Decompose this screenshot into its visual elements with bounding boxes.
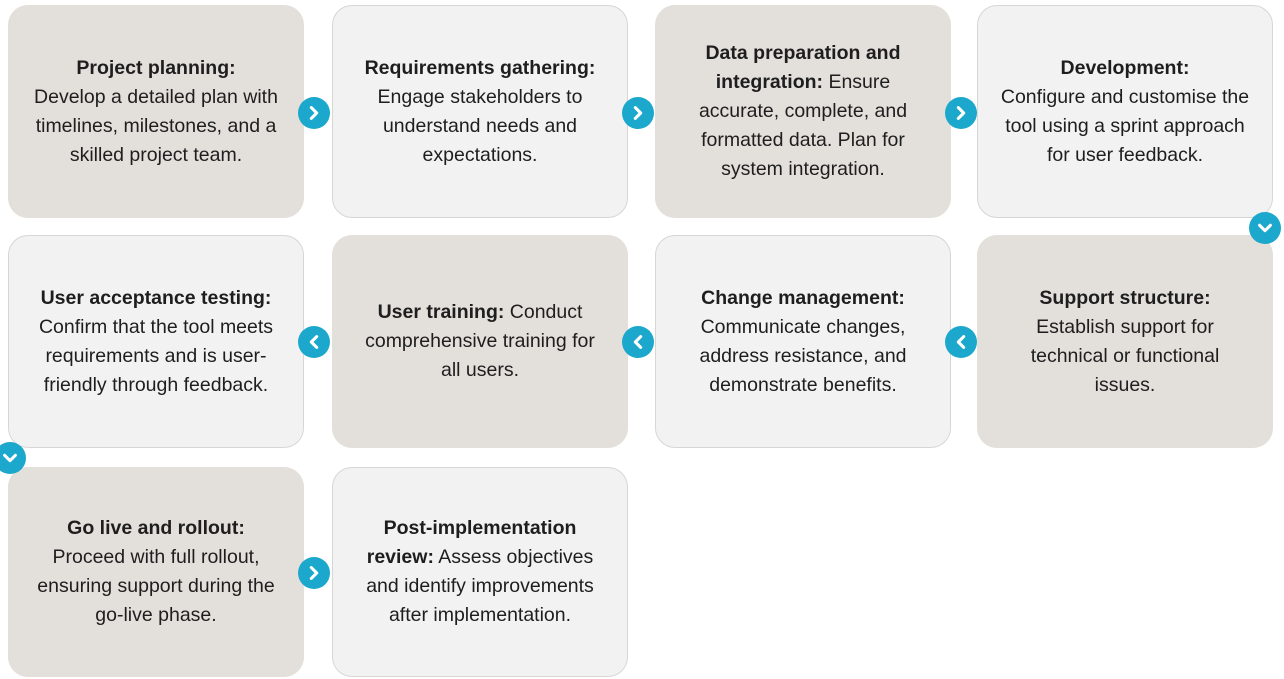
step-card-data-preparation: Data preparation and integration: Ensure… bbox=[655, 5, 951, 218]
step-description: Proceed with full rollout, ensuring supp… bbox=[37, 546, 275, 626]
chevron-right-icon bbox=[622, 97, 654, 129]
step-card-development: Development: Configure and customise the… bbox=[977, 5, 1273, 218]
step-title: Post-implementation review: bbox=[366, 517, 577, 568]
chevron-left-icon bbox=[622, 326, 654, 358]
step-description: Confirm that the tool meets requirements… bbox=[38, 315, 274, 396]
step-title: Go live and rollout: bbox=[67, 517, 245, 539]
step-description: Engage stakeholders to understand needs … bbox=[377, 85, 583, 166]
step-card-go-live: Go live and rollout: Proceed with full r… bbox=[8, 467, 304, 677]
step-card-project-planning: Project planning: Develop a detailed pla… bbox=[8, 5, 304, 218]
step-card-user-training: User training: Conduct comprehensive tra… bbox=[332, 235, 628, 448]
step-description: Conduct comprehensive training for all u… bbox=[365, 301, 595, 381]
step-card-change-management: Change management: Communicate changes, … bbox=[655, 235, 951, 448]
step-title: User training: bbox=[377, 301, 505, 323]
step-title: User acceptance testing: bbox=[40, 286, 272, 309]
step-description: Ensure accurate, complete, and formatted… bbox=[698, 71, 908, 180]
step-card-requirements-gathering: Requirements gathering: Engage stakehold… bbox=[332, 5, 628, 218]
chevron-left-icon bbox=[945, 326, 977, 358]
step-title: Development: bbox=[1060, 56, 1190, 79]
step-description: Configure and customise the tool using a… bbox=[1000, 85, 1250, 166]
chevron-right-icon bbox=[298, 97, 330, 129]
step-title: Support structure: bbox=[1039, 286, 1211, 309]
chevron-left-icon bbox=[298, 326, 330, 358]
chevron-down-icon bbox=[0, 442, 26, 474]
step-card-support-structure: Support structure: Establish support for… bbox=[977, 235, 1273, 448]
chevron-down-icon bbox=[1249, 212, 1281, 244]
step-title: Data preparation and integration: bbox=[705, 42, 901, 93]
step-card-post-implementation-review: Post-implementation review: Assess objec… bbox=[332, 467, 628, 677]
step-description: Develop a detailed plan with timelines, … bbox=[34, 85, 278, 166]
chevron-right-icon bbox=[945, 97, 977, 129]
step-description: Communicate changes, address resistance,… bbox=[699, 315, 907, 396]
step-card-user-acceptance-testing: User acceptance testing: Confirm that th… bbox=[8, 235, 304, 448]
step-description: Assess objectives and identify improveme… bbox=[366, 546, 594, 626]
chevron-right-icon bbox=[298, 557, 330, 589]
step-description: Establish support for technical or funct… bbox=[1030, 315, 1220, 396]
step-title: Change management: bbox=[701, 286, 905, 309]
step-title: Project planning: bbox=[76, 56, 236, 79]
step-title: Requirements gathering: bbox=[364, 56, 596, 79]
